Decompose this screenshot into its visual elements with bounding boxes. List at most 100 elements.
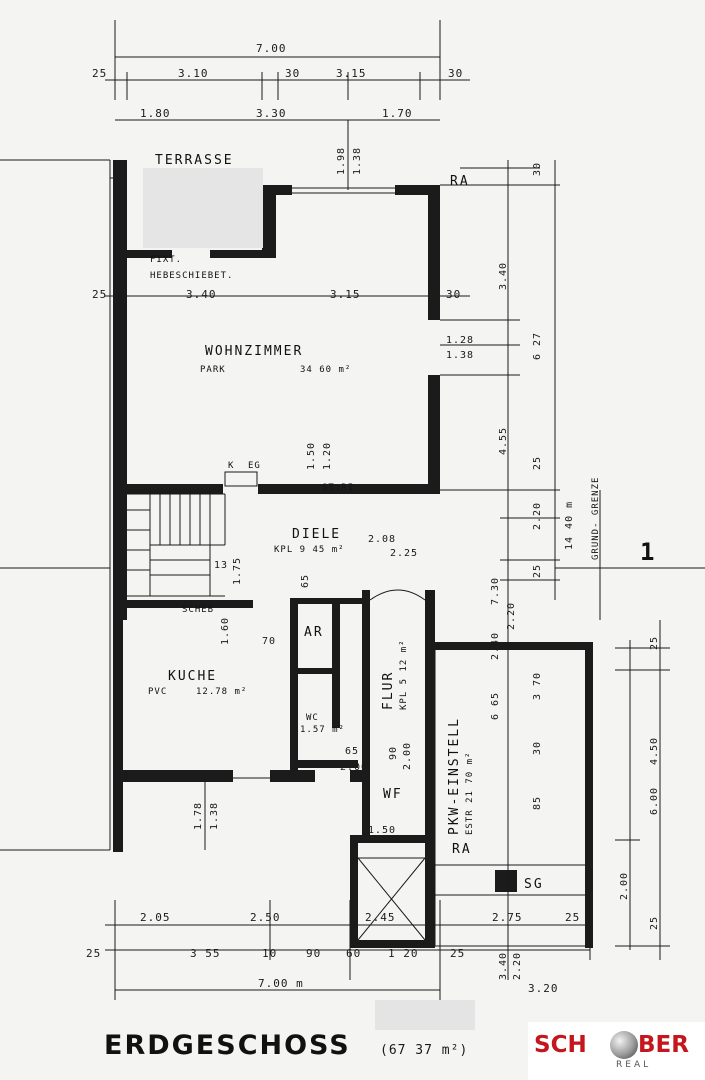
section-marker: 1 [640,538,656,566]
dim-corr-200b: 2.00 [402,742,413,770]
dim-right-128: 1.28 [446,335,474,346]
dim-right-370: 3 70 [532,672,543,700]
dim-right-220: 2.20 [532,502,543,530]
logo-text-right: BER [638,1032,689,1058]
dim-mid-a: 3.40 [186,288,217,301]
dim-right-627: 6 27 [532,332,543,360]
dim-kitchen-70: 70 [262,636,276,647]
dim-hall-225: 2.25 [390,548,418,559]
sg-label: SG [524,877,544,892]
dim-right-25a: 25 [532,456,543,470]
dim-right-1440: 14 40 m [564,501,575,550]
logo-text-left: SCH [534,1032,587,1058]
dim-right-665: 6 65 [490,692,501,720]
room-corridor-label: FLUR [381,671,396,710]
dim-right-220b: 2.20 [506,602,517,630]
dim-bottom2-120: 1 20 [388,947,419,960]
grund-grenze-label: GRUND- GRENZE [591,477,601,560]
dim-kitchen-160: 1.60 [220,617,231,645]
dim-bottom2-60: 60 [346,947,361,960]
dim-bottom2-90: 90 [306,947,321,960]
room-hall-detail: KPL 9 45 m² [274,545,345,555]
dim-bottom-320: 3.20 [528,982,559,995]
dim-bottom-v220: 2.20 [512,952,523,980]
dim-bottom2-25: 25 [450,947,465,960]
dim-living-120: 1.20 [322,442,333,470]
dim-bottom-250: 2.50 [250,911,281,924]
dim-top-v30: 30 [532,162,543,176]
stair-up-label: ST.RI [322,483,354,493]
dim-bottom-25e: 25 [565,911,580,924]
dim-kitchen-v138: 1.38 [209,802,220,830]
dim-living-150: 1.50 [306,442,317,470]
dim-top-r1-right: 30 [448,67,463,80]
dim-stair-175: 1.75 [232,557,243,585]
room-carport-detail: ESTR 21 70 m² [465,752,475,835]
dim-bottom-205: 2.05 [140,911,171,924]
dim-right-340: 3.40 [498,262,509,290]
dim-bottom-overall: 7.00 m [258,977,304,990]
room-hall-label: DIELE [292,527,341,542]
window-note-2: HEBESCHIEBET. [150,271,233,281]
dim-right-30: 30 [532,741,543,755]
walls [0,159,593,948]
logo-subtext: REAL [616,1060,652,1070]
room-wf-label: WF [383,787,403,802]
schacht-label: SCHEB [182,605,214,615]
dim-right-138: 1.38 [446,350,474,361]
room-living-area: 34 60 m² [300,365,351,375]
room-wc-area: 1.57 m² [300,725,345,735]
dim-top-r2-c: 1.70 [382,107,413,120]
right-dimensions: 3.40 1.28 1.38 6 27 4.55 25 2.20 25 14 4… [440,160,705,980]
room-terrace-label: TERRASSE [155,153,234,168]
ra-top-label: RA [450,174,470,189]
room-corridor-detail: KPL 5 12 m² [399,639,409,710]
dim-top-r1-left: 25 [92,67,107,80]
dim-bottom-245: 2.45 [365,911,396,924]
redacted-area [143,168,263,248]
dim-corr-200: 2.00 [340,762,368,773]
dim-right-85: 85 [532,796,543,810]
room-wc-label: WC [306,713,319,723]
dim-bottom-275: 2.75 [492,911,523,924]
dim-mid-b: 3.15 [330,288,361,301]
room-living-floor: PARK [200,365,226,375]
dim-right-25b: 25 [532,564,543,578]
dim-stair-13: 13 [214,560,228,571]
dim-top-v198: 1.98 [336,147,347,175]
room-kitchen-area: 12.78 m² [196,687,247,697]
dim-right-240: 2.40 [490,632,501,660]
dim-bottom2-355: 3 55 [190,947,221,960]
dim-hall-208: 2.08 [368,534,396,545]
dim-right-25d: 25 [649,916,660,930]
dim-mid-right: 30 [446,288,461,301]
bottom-dimensions: 2.05 2.50 2.45 2.75 25 25 3 55 10 90 60 … [86,560,591,1000]
ke-label: K [228,461,234,471]
redacted-area-bottom [375,1000,475,1030]
dim-top-r1-c: 3.15 [336,67,367,80]
dim-right-455: 4.55 [498,427,509,455]
window-note: FIXT. [150,255,182,265]
schober-real-logo: SCH BER REAL [528,1022,705,1080]
floor-title: ERDGESCHOSS [104,1030,351,1061]
dim-top-r2-b: 3.30 [256,107,287,120]
dim-right-450: 4.50 [649,737,660,765]
room-carport-label: PKW-EINSTELL [447,717,462,835]
eg-label: EG [248,461,261,471]
dim-top-r1-a: 3.10 [178,67,209,80]
dim-bottom-v340: 3.40 [498,952,509,980]
room-kitchen-label: KUCHE [168,669,217,684]
dim-kitchen-v178: 1.78 [193,802,204,830]
dim-right-600: 6.00 [649,787,660,815]
room-kitchen-floor: PVC [148,687,167,697]
meter-box [224,471,258,487]
top-dimensions: 7.00 25 3.10 30 3.15 30 1.80 3.30 1.70 1… [92,20,543,301]
globe-icon [610,1031,638,1059]
dim-top-r2-a: 1.80 [140,107,171,120]
dim-corr-65: 65 [345,746,359,757]
dim-hall-65: 65 [300,574,311,588]
dim-bottom2-10: 10 [262,947,277,960]
dim-mid-left: 25 [92,288,107,301]
dim-overall-top: 7.00 [256,42,287,55]
